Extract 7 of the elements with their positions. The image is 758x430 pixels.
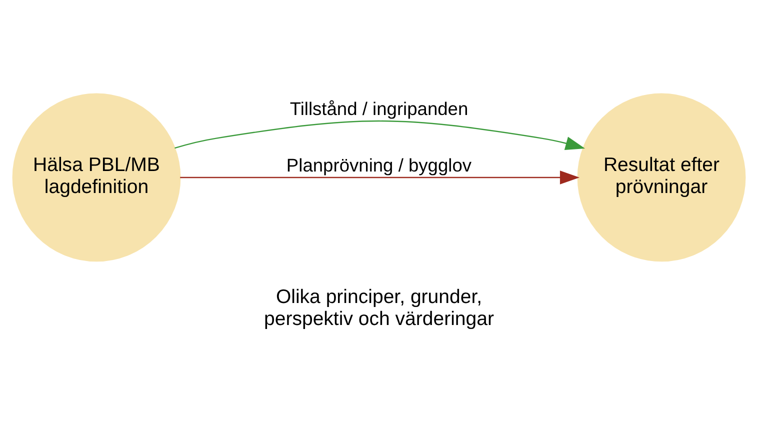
arrow — [180, 170, 580, 184]
edge-label: Tillstånd / ingripanden — [290, 98, 468, 120]
edge-label: Planprövning / bygglov — [286, 154, 472, 176]
node-circle: Hälsa PBL/MB lagdefinition — [12, 93, 181, 262]
label: Olika principer, grunder, perspektiv och värderingar — [264, 286, 494, 330]
arrow — [174, 120, 586, 150]
node-circle: Resultat efter prövningar — [577, 93, 746, 262]
